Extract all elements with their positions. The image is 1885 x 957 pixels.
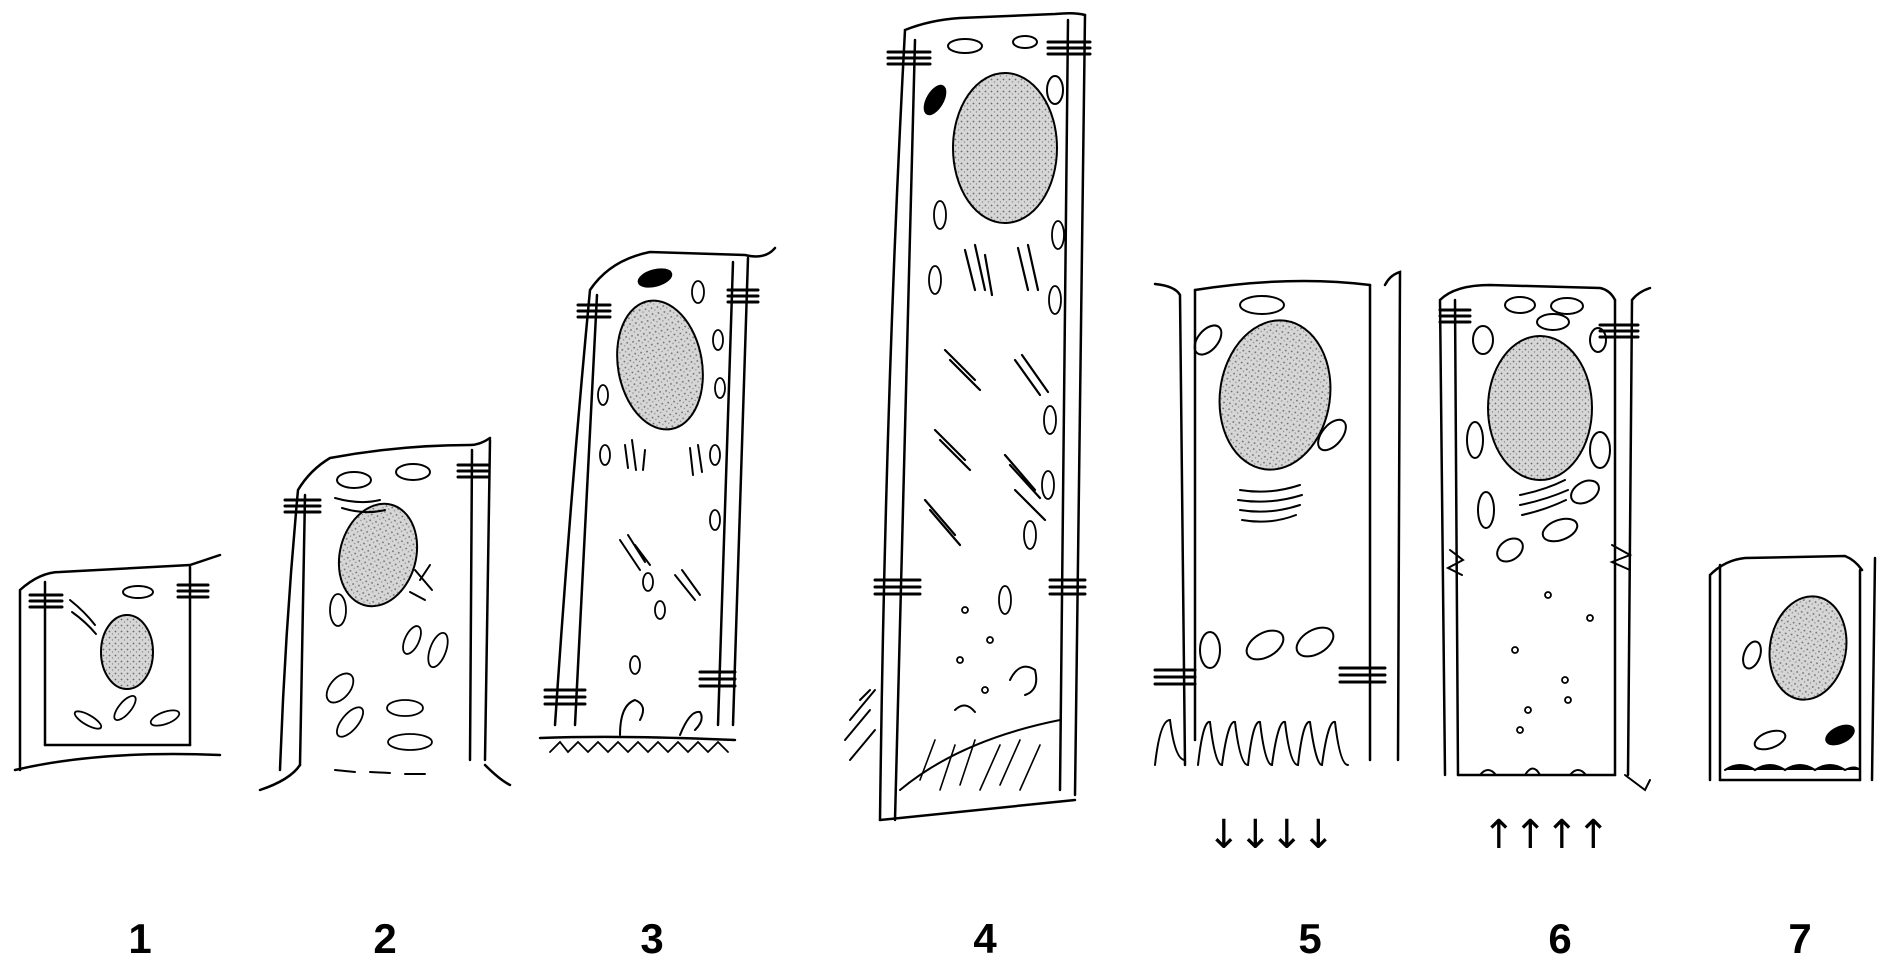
cell-6 [1440,285,1650,790]
cell-5-nucleus [1210,313,1340,477]
stage-label-5: 5 [1280,918,1340,957]
up-arrows: ↑↑↑↑ [1475,815,1615,855]
cell-2 [260,438,510,790]
stage-label-1: 1 [110,918,170,957]
cell-3-nucleus [607,294,712,437]
down-arrows: ↓↓↓↓ [1200,815,1340,855]
stage-label-2: 2 [355,918,415,957]
cell-3 [540,248,775,752]
stage-label-3: 3 [622,918,682,957]
cell-1-nucleus [101,615,153,689]
stage-label-6: 6 [1530,918,1590,957]
stage-label-4: 4 [955,918,1015,957]
cell-1 [15,555,220,770]
cell-6-nucleus [1488,336,1592,480]
cell-5 [1155,272,1400,765]
cell-7 [1710,556,1875,780]
cell-4 [845,13,1090,820]
cell-4-nucleus [953,73,1057,223]
cell-7-nucleus [1762,590,1855,706]
stage-label-7: 7 [1770,918,1830,957]
